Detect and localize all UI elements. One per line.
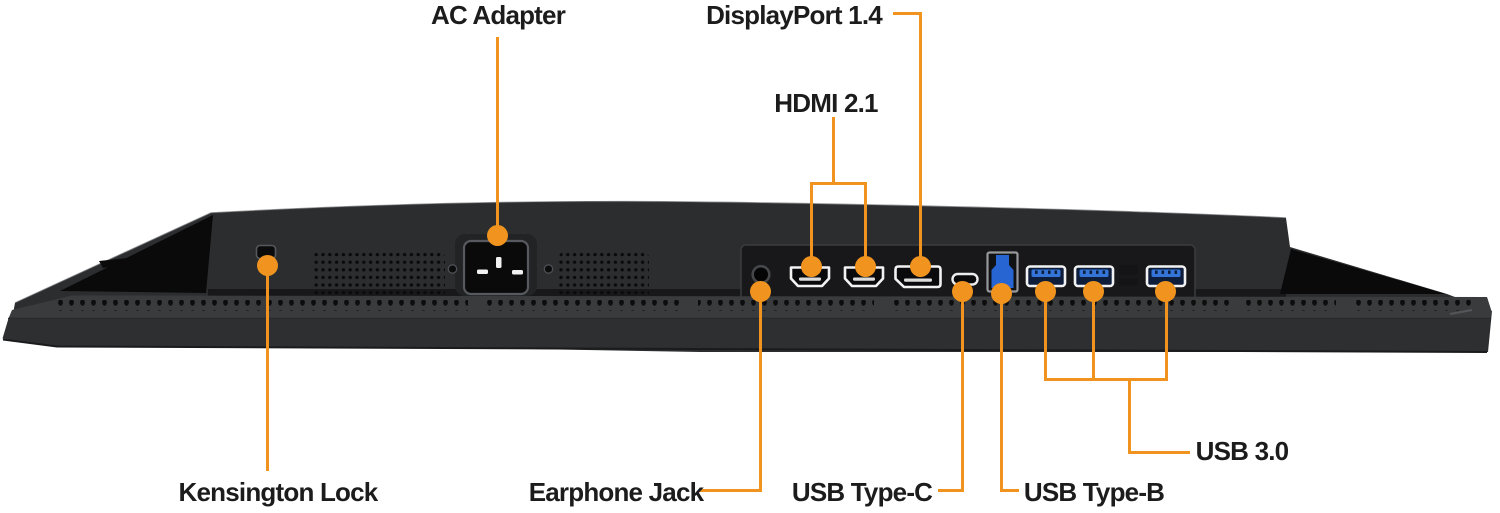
callout-line-kensington [266,266,269,471]
service-slot-upper [1119,265,1138,275]
callout-dot-usba-2 [1083,281,1104,302]
callout-line-ac-adapter [496,37,499,236]
callout-dot-kensington [257,255,278,276]
callout-line-hdmi-v2 [864,182,867,268]
monitor-top-rim-highlight [14,200,1287,304]
callout-line-usbc-h [938,489,964,492]
callout-dot-usba-3 [1155,281,1176,302]
usb-a-port-1 [1025,265,1067,288]
callout-dot-earphone [750,281,771,302]
screw-hole-right [543,264,554,274]
bezel-bottom-edge [2,338,1488,353]
callout-dot-ac-adapter [487,225,508,246]
callout-dot-hdmi-2 [855,256,876,277]
ac-power-inlet [462,239,530,296]
callout-dot-hdmi-1 [801,256,822,277]
hole-row-gap [874,299,894,312]
callout-line-hdmi-v1 [810,182,813,268]
vent-grille-left [312,250,445,302]
hole-row-gap [682,299,698,312]
bezel-seam-highlight [1449,309,1473,315]
left-latch-tab [99,258,131,268]
label-usb3: USB 3.0 [1195,436,1289,466]
label-ac-adapter: AC Adapter [430,0,566,30]
left-shadow-wedge [60,215,213,293]
usb-a-port-3 [1145,265,1187,288]
hole-row-gap [468,299,484,312]
callout-line-displayport-v [919,12,922,268]
right-shadow-wedge [1280,249,1446,294]
callout-line-usb3-stem [1128,378,1131,454]
label-usb-c: USB Type-C [791,477,933,507]
label-usb-b: USB Type-B [1023,477,1165,507]
callout-line-earphone-h [700,489,762,492]
label-displayport: DisplayPort 1.4 [706,0,883,30]
callout-line-hdmi-stem [832,117,835,184]
callout-line-hdmi-bridge [810,182,867,185]
ac-prong-top [496,257,502,268]
usb-b-port [986,251,1019,293]
callout-dot-usba-1 [1035,281,1056,302]
bezel-strip-lower [2,318,1491,352]
label-hdmi: HDMI 2.1 [774,88,878,118]
hole-row-gap [1230,299,1244,312]
callout-line-usbb-v [1000,294,1003,490]
callout-line-earphone-v [759,292,762,490]
callout-dot-usbc [952,281,973,302]
bezel-hole-row [57,300,1475,311]
screw-hole-left [447,264,458,274]
callout-dot-displayport [910,256,931,277]
vent-grille-right [559,250,649,302]
label-kensington: Kensington Lock [178,477,379,507]
callout-line-displayport-h [893,12,922,15]
callout-line-usbc-v [961,292,964,490]
hole-row-gap [1336,299,1356,312]
callout-line-usb3-v3 [1165,292,1168,381]
ac-prong-left [477,269,488,274]
ac-prong-right [512,270,523,275]
callout-line-usbb-h [1000,489,1019,492]
callout-line-usb3-bridge [1044,378,1168,381]
callout-line-usb3-v1 [1044,292,1047,381]
label-earphone: Earphone Jack [528,477,704,507]
callout-line-usb3-v2 [1092,292,1095,381]
callout-line-usb3-h [1128,451,1190,454]
service-slot-lower [1119,278,1138,286]
callout-dot-usbb [991,283,1012,304]
